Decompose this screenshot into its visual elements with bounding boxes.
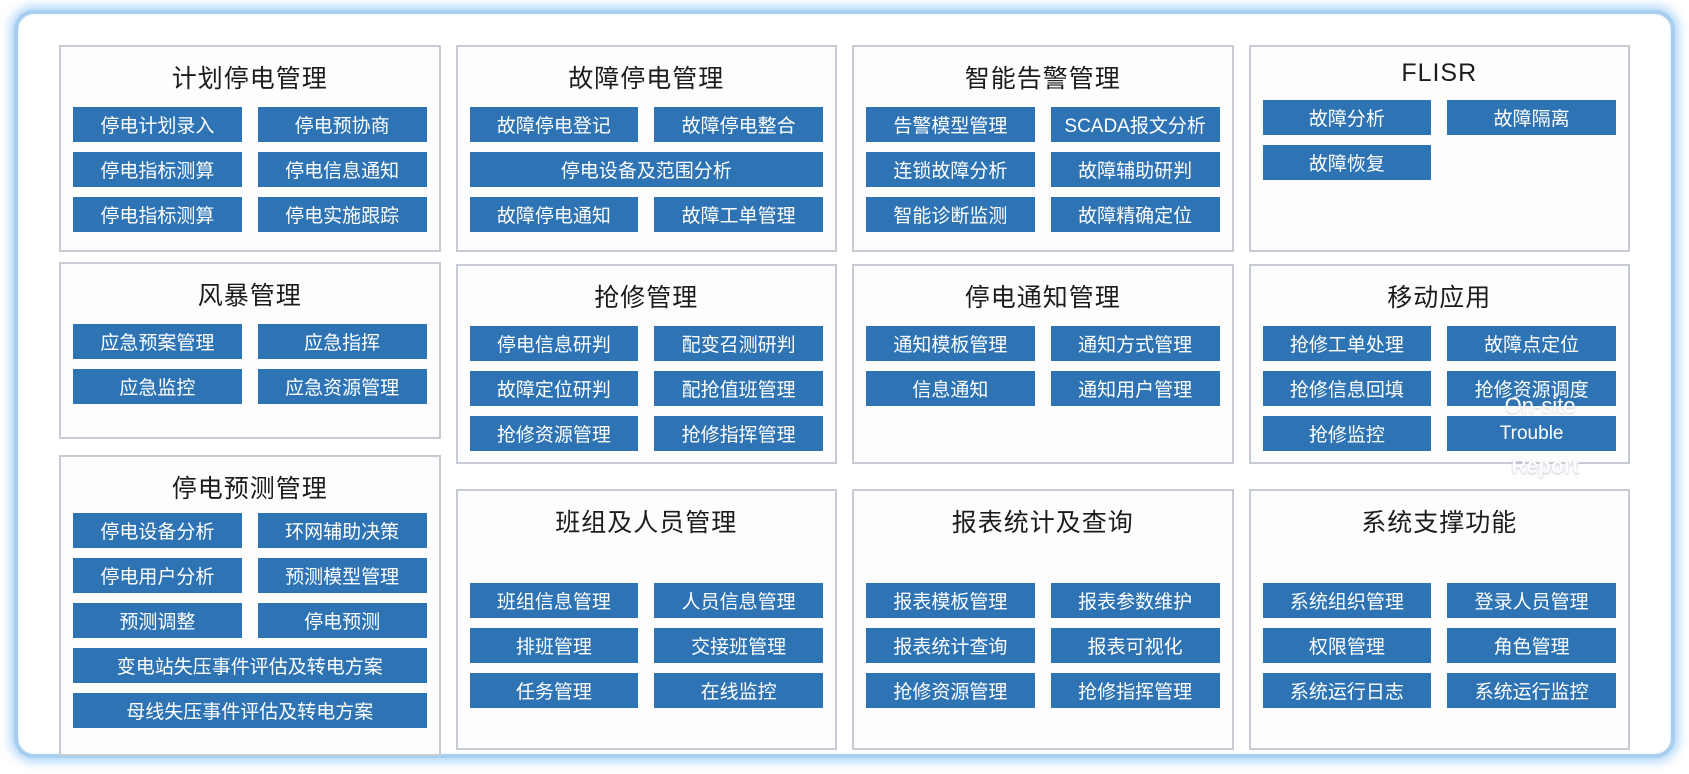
module-button[interactable]: 环网辅助决策 [257,513,427,548]
module-button[interactable]: 抢修工单处理 [1262,326,1432,361]
module-button[interactable]: 故障恢复 [1262,145,1432,180]
module-button[interactable]: 抢修指挥管理 [1050,673,1220,708]
module-button[interactable]: Trouble Report [1447,416,1616,478]
module-button[interactable]: 故障工单管理 [654,197,823,232]
module-button[interactable]: 抢修资源管理 [469,416,639,451]
module-button[interactable]: 故障辅助研判 [1050,152,1220,187]
module-button[interactable]: 通知方式管理 [1050,326,1220,361]
module-button[interactable]: 停电指标测算 [73,197,242,232]
module-button[interactable]: 抢修监控 [1262,416,1432,451]
module-button[interactable]: 故障隔离 [1447,100,1616,135]
module-button[interactable]: 报表参数维护 [1050,583,1220,618]
panel-grid: 计划停电管理 停电计划录入 停电预协商 停电指标测算 停电信息通知 停电指标测算… [59,45,1630,756]
diagram-frame: 计划停电管理 停电计划录入 停电预协商 停电指标测算 停电信息通知 停电指标测算… [14,10,1675,758]
panel-title: 智能告警管理 [964,65,1121,93]
panel-title: 故障停电管理 [568,65,725,93]
column-2: 故障停电管理 故障停电登记 故障停电整合 停电设备及范围分析 故障停电通知 故障… [455,45,837,756]
module-button[interactable]: 停电实施跟踪 [257,197,427,232]
module-button[interactable]: 应急监控 [73,369,242,404]
panel-title: 报表统计及查询 [951,509,1134,537]
panel-system-support-functions: 系统支撑功能 系统组织管理 登录人员管理 权限管理 角色管理 系统运行日志 系统… [1248,489,1630,750]
module-button[interactable]: SCADA报文分析 [1050,107,1220,142]
module-button[interactable]: 故障定位研判 [469,371,639,406]
module-button[interactable]: 停电设备分析 [73,513,242,548]
panel-title: 移动应用 [1387,284,1492,312]
panel-repair-management: 抢修管理 停电信息研判 配变召测研判 故障定位研判 配抢值班管理 抢修资源管理 … [455,264,837,464]
panel-title: 计划停电管理 [171,65,328,93]
module-button[interactable]: 故障精确定位 [1050,197,1220,232]
module-button-label: Trouble [1499,422,1564,444]
module-button[interactable]: 应急指挥 [257,324,427,359]
column-1: 计划停电管理 停电计划录入 停电预协商 停电指标测算 停电信息通知 停电指标测算… [59,45,441,756]
panel-title: 班组及人员管理 [555,509,738,537]
column-3: 智能告警管理 告警模型管理 SCADA报文分析 连锁故障分析 故障辅助研判 智能… [852,45,1234,756]
module-button[interactable]: 通知模板管理 [866,326,1035,361]
panel-team-personnel-management: 班组及人员管理 班组信息管理 人员信息管理 排班管理 交接班管理 任务管理 在线… [455,489,837,750]
panel-flisr: FLISR 故障分析 故障隔离 故障恢复 [1248,45,1630,252]
module-button[interactable]: 排班管理 [469,628,639,663]
panel-title: 停电通知管理 [964,284,1121,312]
module-button[interactable]: 停电设备及范围分析 [469,152,823,187]
module-button[interactable]: 停电预协商 [257,107,427,142]
module-button[interactable]: 故障停电整合 [654,107,823,142]
overflow-label-report: Report [1511,455,1579,478]
module-button[interactable]: 信息通知 [866,371,1035,406]
module-button[interactable]: 停电信息研判 [469,326,639,361]
module-button[interactable]: 预测模型管理 [257,558,427,593]
panel-fault-outage-management: 故障停电管理 故障停电登记 故障停电整合 停电设备及范围分析 故障停电通知 故障… [455,45,837,252]
panel-title: 风暴管理 [197,282,302,310]
module-button[interactable]: 系统运行日志 [1262,673,1432,708]
module-button[interactable]: 停电指标测算 [73,152,242,187]
module-button[interactable]: 故障停电通知 [469,197,639,232]
module-button[interactable]: 应急预案管理 [73,324,242,359]
panel-title: 停电预测管理 [171,475,328,503]
module-button[interactable]: 故障分析 [1262,100,1432,135]
module-button[interactable]: 母线失压事件评估及转电方案 [73,693,427,728]
panel-outage-notification-management: 停电通知管理 通知模板管理 通知方式管理 信息通知 通知用户管理 [852,264,1234,464]
module-button[interactable]: 交接班管理 [654,628,823,663]
module-button[interactable]: 通知用户管理 [1050,371,1220,406]
module-button[interactable]: 系统运行监控 [1447,673,1616,708]
module-button[interactable]: 停电用户分析 [73,558,242,593]
module-button[interactable]: 停电信息通知 [257,152,427,187]
module-button[interactable]: 故障点定位 [1447,326,1616,361]
module-button[interactable]: 报表统计查询 [866,628,1035,663]
panel-mobile-application: 移动应用 抢修工单处理 故障点定位 抢修信息回填 抢修资源调度 On-site … [1248,264,1630,478]
module-button[interactable]: 人员信息管理 [654,583,823,618]
module-button[interactable]: 预测调整 [73,603,242,638]
panel-storm-management: 风暴管理 应急预案管理 应急指挥 应急监控 应急资源管理 [59,262,441,439]
module-button[interactable]: 角色管理 [1447,628,1616,663]
module-button[interactable]: 故障停电登记 [469,107,639,142]
module-button[interactable]: 应急资源管理 [257,369,427,404]
module-button-label: 抢修资源调度 [1474,380,1589,401]
column-4: FLISR 故障分析 故障隔离 故障恢复 移动应用 抢修工单处理 故障点定位 抢… [1248,45,1630,756]
module-button[interactable]: 抢修资源管理 [866,673,1035,708]
module-button[interactable]: 告警模型管理 [866,107,1035,142]
module-button[interactable]: 系统组织管理 [1262,583,1432,618]
module-button[interactable]: 停电计划录入 [73,107,242,142]
panel-title: 系统支撑功能 [1361,509,1518,537]
module-button[interactable]: 连锁故障分析 [866,152,1035,187]
module-button[interactable]: 登录人员管理 [1447,583,1616,618]
module-button[interactable]: 抢修指挥管理 [654,416,823,451]
panel-intelligent-alarm-management: 智能告警管理 告警模型管理 SCADA报文分析 连锁故障分析 故障辅助研判 智能… [852,45,1234,252]
panel-planned-outage-management: 计划停电管理 停电计划录入 停电预协商 停电指标测算 停电信息通知 停电指标测算… [59,45,441,252]
module-button[interactable]: 报表模板管理 [866,583,1035,618]
module-button[interactable]: 任务管理 [469,673,639,708]
module-button[interactable]: 报表可视化 [1050,628,1220,663]
module-button[interactable]: 在线监控 [654,673,823,708]
module-button[interactable]: 智能诊断监测 [866,197,1035,232]
module-button[interactable]: 配变召测研判 [654,326,823,361]
panel-title: FLISR [1401,59,1478,87]
module-button[interactable]: 变电站失压事件评估及转电方案 [73,648,427,683]
panel-report-statistics-query: 报表统计及查询 报表模板管理 报表参数维护 报表统计查询 报表可视化 抢修资源管… [852,489,1234,750]
module-button[interactable]: 班组信息管理 [469,583,639,618]
panel-outage-forecast-management: 停电预测管理 停电设备分析 环网辅助决策 停电用户分析 预测模型管理 预测调整 … [59,455,441,756]
panel-title: 抢修管理 [594,284,699,312]
module-button[interactable]: 权限管理 [1262,628,1432,663]
module-button[interactable]: 抢修信息回填 [1262,371,1432,406]
module-button[interactable]: 配抢值班管理 [654,371,823,406]
module-button[interactable]: 抢修资源调度 On-site [1447,371,1616,418]
module-button[interactable]: 停电预测 [257,603,427,638]
